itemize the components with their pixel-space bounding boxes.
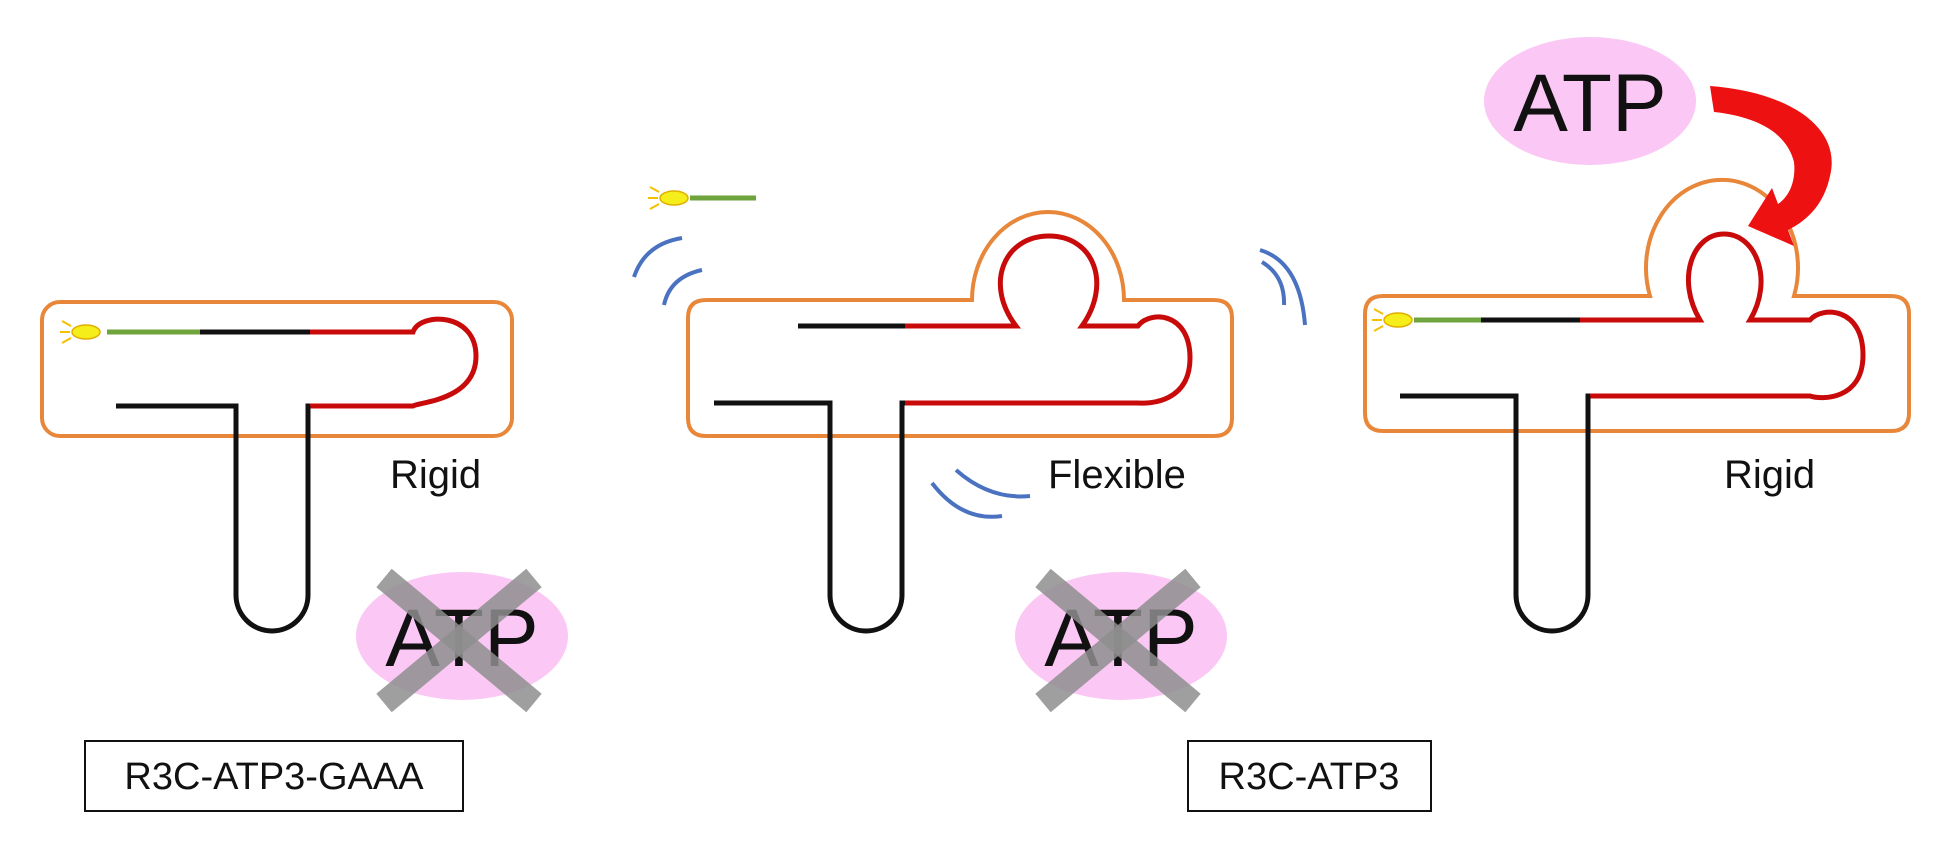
panel-2-atp-absent: ATP xyxy=(1015,568,1227,713)
panel-1-atp-absent: ATP xyxy=(356,568,568,713)
panel-2-flexible-no-atp: Flexible ATP xyxy=(632,186,1307,713)
panel-3-black-stem-loop xyxy=(1400,393,1591,634)
panel-2-cross-icon xyxy=(1035,568,1201,713)
panel-1-red-hairpin xyxy=(310,316,479,409)
panel-1-black-stem-loop xyxy=(116,403,311,634)
construct-label-left: R3C-ATP3-GAAA xyxy=(84,740,464,812)
panel-2-fluorophore-icon xyxy=(648,186,689,210)
panel-1-cross-icon xyxy=(376,568,542,713)
panel-3-rigid-atp-bound: Rigid ATP xyxy=(1363,37,1911,634)
panel-2-state-label: Flexible xyxy=(1048,453,1186,497)
panel-3-fluorophore-icon xyxy=(1372,308,1413,332)
panel-3-binding-arrow-icon xyxy=(1710,86,1832,246)
construct-label-left-text: R3C-ATP3-GAAA xyxy=(124,756,424,798)
panel-3-atp-bound: ATP xyxy=(1484,37,1696,165)
panel-1-rigid-no-atp: Rigid ATP xyxy=(40,300,568,713)
panel-2-red-aptamer-loop xyxy=(905,233,1193,406)
panel-3-atp-bubble xyxy=(1484,37,1696,165)
panel-1-state-label: Rigid xyxy=(390,453,481,497)
construct-label-right: R3C-ATP3 xyxy=(1187,740,1432,812)
panel-3-complex-outline xyxy=(1363,177,1911,433)
panel-1-fluorophore-icon xyxy=(60,320,101,344)
construct-label-right-text: R3C-ATP3 xyxy=(1219,756,1400,798)
panel-2-complex-outline xyxy=(686,210,1234,438)
panel-2-black-stem-loop xyxy=(714,400,905,634)
panel-3-atp-text: ATP xyxy=(1513,58,1666,149)
panel-3-red-aptamer-loop xyxy=(1580,231,1866,401)
panel-3-state-label: Rigid xyxy=(1724,453,1815,497)
panel-2-motion-lines-icon xyxy=(632,236,1307,519)
panel-1-complex-outline xyxy=(40,300,514,438)
